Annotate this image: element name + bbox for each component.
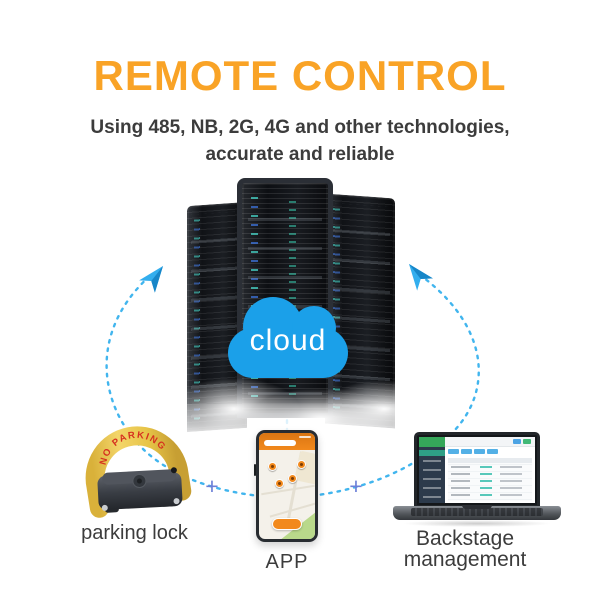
toolbar-button [513, 439, 521, 444]
filter-buttons [448, 449, 498, 454]
dashboard-main [445, 437, 535, 503]
arrowhead-right-icon [409, 264, 433, 291]
lock-base [97, 467, 183, 513]
laptop-shadow [403, 520, 551, 527]
laptop [393, 432, 561, 527]
sidebar-active-item [419, 450, 445, 456]
laptop-screen [414, 432, 540, 508]
app-action-button [272, 518, 302, 530]
cloud-label: cloud [249, 324, 327, 357]
subtitle-line2: accurate and reliable [205, 144, 395, 165]
backstage-label: Backstage management [375, 528, 555, 570]
backstage-label-line2: management [403, 548, 527, 571]
arc-right [285, 270, 480, 500]
table-column [500, 464, 522, 501]
plus-connector-right: + [349, 473, 363, 499]
map-district [294, 450, 315, 486]
laptop-keyboard-base [393, 506, 561, 520]
app-header-bar [259, 433, 315, 450]
lock-arch [85, 426, 192, 518]
map-pin-icon [288, 474, 297, 483]
map-road [261, 484, 315, 496]
arc-left [105, 272, 289, 500]
plus-connector-left: + [205, 473, 219, 499]
dashboard-sidebar [419, 437, 445, 503]
data-table [448, 458, 532, 501]
arrowhead-left-icon [139, 266, 163, 293]
dashboard-ui [419, 437, 535, 503]
toolbar-button [523, 439, 531, 444]
map-pin-icon [275, 479, 284, 488]
app-label: APP [265, 551, 309, 573]
phone-screen [259, 433, 315, 539]
parking-lock-label: parking lock [81, 522, 188, 544]
parking-lock-device: NO PARKING [85, 425, 192, 518]
search-bar [264, 440, 296, 446]
dashboard-toolbar [445, 437, 535, 447]
cloud-icon: cloud [228, 297, 348, 378]
page-title: REMOTE CONTROL [93, 52, 507, 99]
table-column [451, 464, 470, 501]
smartphone [254, 430, 318, 542]
map-pin-icon [268, 462, 277, 471]
subtitle-line1: Using 485, NB, 2G, 4G and other technolo… [90, 117, 510, 138]
table-column-links [479, 464, 492, 501]
backstage-label-line1: Backstage [415, 527, 515, 550]
status-bar [299, 436, 311, 438]
map-pin-icon [297, 460, 306, 469]
